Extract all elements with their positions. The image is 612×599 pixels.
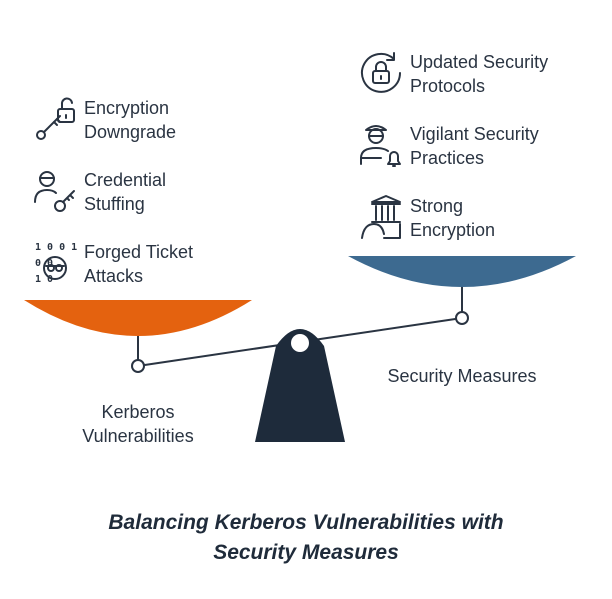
right-joint — [455, 311, 469, 325]
vulnerability-item-3: 1 0 0 1 0 0 1 0 Forged Ticket Attacks — [32, 240, 224, 288]
right-pan — [348, 256, 576, 287]
measure-item-3-text: Strong Encryption — [410, 196, 496, 240]
vulnerability-item-1: Encryption Downgrade — [32, 96, 214, 144]
vulnerability-item-2-text: Credential Stuffing — [84, 170, 167, 214]
measure-item-2: Vigilant Security Practices — [358, 122, 580, 170]
fortress-icon — [358, 194, 404, 240]
broken-lock-key-icon — [32, 96, 78, 142]
vulnerability-item-2: Credential Stuffing — [32, 168, 204, 216]
measure-item-3: Strong Encryption — [358, 194, 540, 242]
measure-item-1-text: Updated Security Protocols — [410, 52, 549, 96]
left-side-label: Kerberos Vulnerabilities — [82, 402, 194, 446]
vulnerability-item-1-text: Encryption Downgrade — [84, 98, 177, 142]
fulcrum — [255, 329, 345, 442]
measure-item-2-text: Vigilant Security Practices — [410, 124, 539, 168]
right-side-label: Security Measures — [387, 366, 537, 386]
svg-text:1 0 0 1: 1 0 0 1 — [35, 242, 77, 253]
lock-refresh-icon — [358, 50, 404, 96]
vulnerability-item-3-text: Forged Ticket Attacks — [84, 242, 194, 286]
left-joint — [131, 359, 145, 373]
user-key-icon — [32, 168, 78, 214]
left-pan — [24, 300, 252, 336]
pivot — [291, 334, 309, 352]
measure-item-1: Updated Security Protocols — [358, 50, 580, 98]
svg-text:1 0: 1 0 — [35, 274, 53, 285]
diagram-title: Balancing Kerberos Vulnerabilities with … — [108, 511, 504, 564]
guard-bell-icon — [358, 122, 404, 168]
hacker-binary-icon: 1 0 0 1 0 0 1 0 — [32, 240, 78, 286]
